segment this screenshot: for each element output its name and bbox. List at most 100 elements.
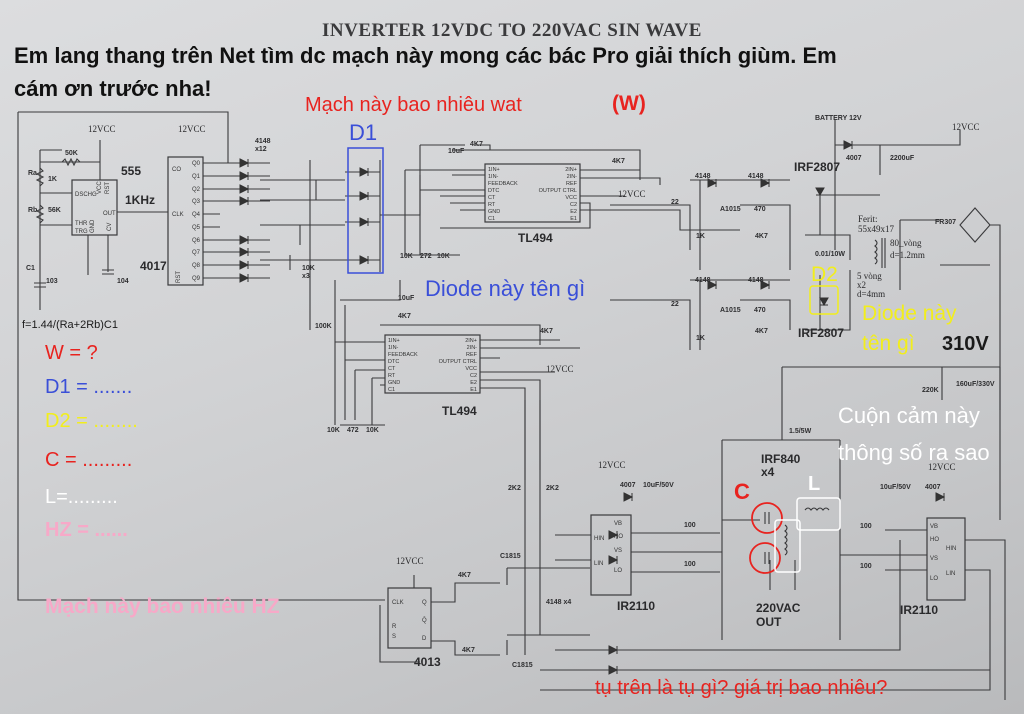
- r100-label: 100: [860, 563, 872, 570]
- diode-icon: [239, 235, 250, 245]
- tl494-pin-label: 1IN+: [388, 338, 400, 344]
- ir2110-pin-label: HIN: [946, 546, 956, 552]
- watt-unit: (W): [612, 92, 646, 115]
- diode-icon: [239, 158, 250, 168]
- capacitor-highlight-circle-2: [749, 542, 781, 574]
- tl494-pin-label: 1IN+: [488, 167, 500, 173]
- ir2110-pin-label: VB: [614, 521, 622, 527]
- r4k7-label: 4K7: [612, 158, 625, 165]
- x12-label: x12: [255, 146, 267, 153]
- inductor-question-1: Cuộn cảm này: [838, 403, 980, 428]
- diode-icon: [359, 217, 370, 227]
- tl494-pin-label: C2: [470, 373, 477, 379]
- r10k-label: 10K: [400, 253, 413, 260]
- secondary-wire-label: d=4mm: [857, 289, 885, 299]
- d1-question: Diode này tên gì: [425, 276, 586, 301]
- diode-icon: [819, 297, 829, 307]
- r4k7-label: 4K7: [755, 233, 768, 240]
- resistors-555: [35, 157, 81, 224]
- c10u50-label: 10uF/50V: [643, 482, 674, 489]
- tl494-pin-label: 2IN+: [465, 338, 477, 344]
- ic-4013-label: 4013: [414, 655, 441, 669]
- ir2110-pin-label: VS: [614, 548, 622, 554]
- tl494-pin-label: OUTPUT CTRL: [539, 188, 577, 194]
- q-pin-label: Q0: [192, 161, 201, 167]
- q-outputs: Q0Q1Q2Q3Q4Q5Q6Q7Q8Q91IN+2IN+1IN-2IN-FEED…: [192, 158, 578, 393]
- ff-pin-r: R: [392, 624, 397, 630]
- ir2110-pin-label: LIN: [594, 561, 603, 567]
- r1k-label: 1K: [48, 176, 57, 183]
- ic-ir2110-left: [590, 514, 632, 596]
- c10uf-label: 10uF: [448, 148, 465, 155]
- r10k-label: 10K: [437, 253, 450, 260]
- tl494-pin-label: DTC: [388, 359, 399, 365]
- battery-label: BATTERY 12V: [815, 115, 862, 122]
- diode-icon: [239, 260, 250, 270]
- inductor-label: L: [808, 473, 821, 495]
- c2200-label: 2200uF: [890, 155, 915, 162]
- r470-label: 470: [754, 307, 766, 314]
- ra-label: Ra: [28, 170, 37, 177]
- r100-label: 100: [684, 522, 696, 529]
- x3-label: x3: [302, 273, 310, 280]
- feedback-wire: [17, 111, 385, 601]
- c103-label: 103: [46, 278, 58, 285]
- c160-label: 160uF/330V: [956, 381, 995, 388]
- r1k-label: 1K: [696, 233, 705, 240]
- ic-4017: [167, 156, 204, 286]
- answer-l: L=.........: [45, 486, 118, 508]
- diode-4148-label: 4148: [748, 173, 764, 180]
- tl494-pin-label: 1IN-: [388, 345, 399, 351]
- pin-dschg: DSCHG: [75, 192, 97, 198]
- watt-question: Mạch này bao nhiêu wat: [305, 94, 522, 116]
- capacitor-label: C: [734, 479, 750, 504]
- tl494-pin-label: VCC: [565, 195, 577, 201]
- diode-icon: [239, 171, 250, 181]
- timing-caps: [34, 269, 114, 288]
- inductor-highlight-box-1: [774, 519, 801, 573]
- diode-4148x4-label: 4148 x4: [546, 599, 571, 606]
- pin-gnd: GND: [90, 219, 96, 233]
- diode-4148-label: 4148: [748, 277, 764, 284]
- diode-icon: [239, 273, 250, 283]
- d2-question-2: tên gì: [862, 332, 915, 355]
- pin-cv: CV: [107, 223, 113, 231]
- diode-icon: [623, 492, 634, 502]
- answer-d2: D2 = ........: [45, 410, 138, 432]
- d4007-label: 4007: [925, 484, 941, 491]
- d2-label: D2: [811, 263, 838, 286]
- tl494-pin-label: FEEDBACK: [388, 352, 418, 358]
- diode-icon: [359, 167, 370, 177]
- ir2110-pin-label: VB: [930, 524, 938, 530]
- ic-ir2110-right: [926, 517, 966, 601]
- hz-question: Mạch này bao nhiêu HZ: [45, 595, 280, 618]
- r2k2-label: 2K2: [546, 485, 559, 492]
- q-pin-label: Q5: [192, 225, 201, 231]
- irf840-label: IRF840: [761, 452, 801, 466]
- ic-555: [71, 179, 118, 236]
- r15-label: 1.5/5W: [789, 428, 812, 435]
- q-pin-label: Q3: [192, 199, 201, 205]
- vcc-label: 12VCC: [952, 122, 980, 132]
- output-label-2: OUT: [756, 615, 782, 629]
- diode-icon: [608, 555, 619, 565]
- a1015-label: A1015: [720, 206, 741, 213]
- tl494-pin-label: DTC: [488, 188, 499, 194]
- tl494-pin-label: RT: [488, 202, 496, 208]
- ic-555-label: 555: [121, 164, 141, 178]
- diode-icon: [359, 191, 370, 201]
- r4k7-label: 4K7: [398, 313, 411, 320]
- fr307-label: FR307: [935, 219, 956, 226]
- q-pin-label: Q8: [192, 263, 201, 269]
- tl494-pin-label: 2IN-: [467, 345, 478, 351]
- tl494-pin-label: E1: [570, 216, 577, 222]
- r100-label: 100: [860, 523, 872, 530]
- q-pin-label: Q9: [192, 276, 201, 282]
- r56k-label: 56K: [48, 207, 61, 214]
- tl494-label: TL494: [442, 404, 477, 418]
- q-pin-label: Q2: [192, 187, 201, 193]
- diode-icon: [760, 280, 771, 290]
- r22-label: 22: [671, 301, 679, 308]
